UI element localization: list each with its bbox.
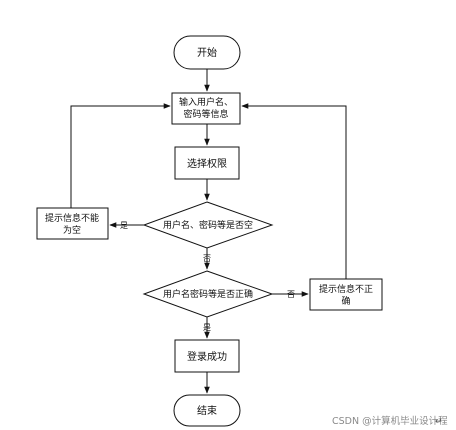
arrow-empty-message-loop — [70, 103, 171, 208]
wrong-message-line2: 确 — [341, 295, 350, 307]
decision-correct-label: 用户名密码等是否正确 — [163, 288, 253, 300]
yes-label-2: 是 — [203, 323, 211, 332]
no-label-2: 否 — [287, 290, 295, 299]
start-node: 开始 — [173, 35, 241, 70]
watermark-text: CSDN @计算机毕业设计程 — [332, 416, 448, 427]
wrong-message-line1: 提示信息不正 — [319, 283, 373, 295]
return-mark-icon: ↵ — [435, 417, 443, 427]
arrow-wrong-message-loop — [241, 103, 347, 279]
login-success-box: 登录成功 — [174, 339, 240, 373]
empty-message-box: 提示信息不能 为空 — [36, 207, 109, 240]
input-label-line2: 密码等信息 — [183, 108, 228, 120]
select-permission-label: 选择权限 — [187, 157, 227, 170]
start-label: 开始 — [197, 46, 217, 59]
select-permission-box: 选择权限 — [174, 146, 240, 180]
input-credentials-box: 输入用户名、 密码等信息 — [171, 92, 241, 125]
empty-message-line2: 为空 — [63, 224, 81, 236]
wrong-message-box: 提示信息不正 确 — [309, 278, 383, 311]
end-node: 结束 — [173, 394, 241, 427]
end-label: 结束 — [197, 404, 217, 417]
decision-correct: 用户名密码等是否正确 — [142, 270, 274, 318]
input-label-line1: 输入用户名、 — [179, 96, 233, 108]
empty-message-line1: 提示信息不能 — [45, 212, 99, 224]
login-success-label: 登录成功 — [187, 350, 227, 363]
decision-empty-label: 用户名、密码等是否空 — [163, 219, 253, 231]
decision-empty: 用户名、密码等是否空 — [142, 201, 274, 249]
yes-label-1: 是 — [120, 221, 128, 230]
no-label-1: 否 — [203, 254, 211, 263]
